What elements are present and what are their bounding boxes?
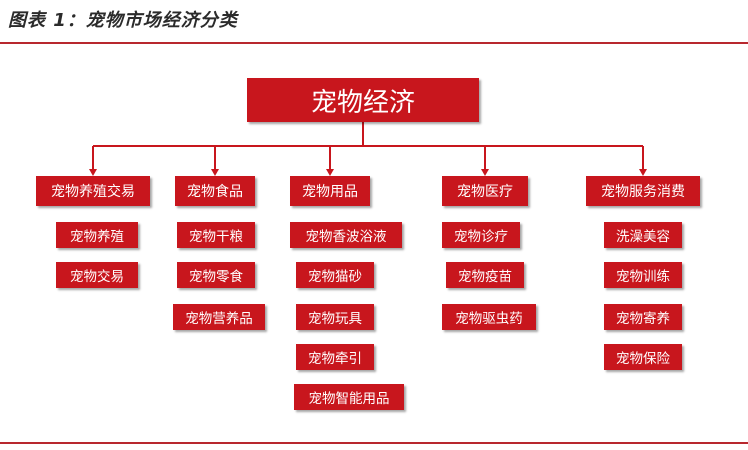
item-boarding: 宠物寄养 [604, 304, 682, 330]
branch-arrow-head [481, 169, 489, 176]
item-vaccine: 宠物疫苗 [446, 262, 524, 288]
bottom-rule [0, 442, 748, 444]
item-snacks: 宠物零食 [177, 262, 255, 288]
item-deworming: 宠物驱虫药 [442, 304, 536, 330]
item-smart: 宠物智能用品 [294, 384, 404, 410]
figure-title: 图表 1：宠物市场经济分类 [8, 10, 238, 31]
branch-arrow-head [326, 169, 334, 176]
item-cat-litter: 宠物猫砂 [296, 262, 374, 288]
branch-arrow-head [89, 169, 97, 176]
item-dry-food: 宠物干粮 [177, 222, 255, 248]
item-trade: 宠物交易 [56, 262, 138, 288]
item-breeding: 宠物养殖 [56, 222, 138, 248]
item-shampoo: 宠物香波浴液 [290, 222, 402, 248]
category-food: 宠物食品 [175, 176, 255, 206]
category-services: 宠物服务消费 [586, 176, 700, 206]
root-node: 宠物经济 [247, 78, 479, 122]
category-medical: 宠物医疗 [442, 176, 528, 206]
item-grooming: 洗澡美容 [604, 222, 682, 248]
item-nutrition: 宠物营养品 [173, 304, 265, 330]
item-insurance: 宠物保险 [604, 344, 682, 370]
category-supplies: 宠物用品 [290, 176, 370, 206]
top-rule [0, 42, 748, 44]
item-training: 宠物训练 [604, 262, 682, 288]
branch-arrow-head [639, 169, 647, 176]
category-breeding-trade: 宠物养殖交易 [36, 176, 150, 206]
item-leash: 宠物牵引 [296, 344, 374, 370]
item-toys: 宠物玩具 [296, 304, 374, 330]
branch-arrow-head [211, 169, 219, 176]
item-diagnosis: 宠物诊疗 [442, 222, 520, 248]
